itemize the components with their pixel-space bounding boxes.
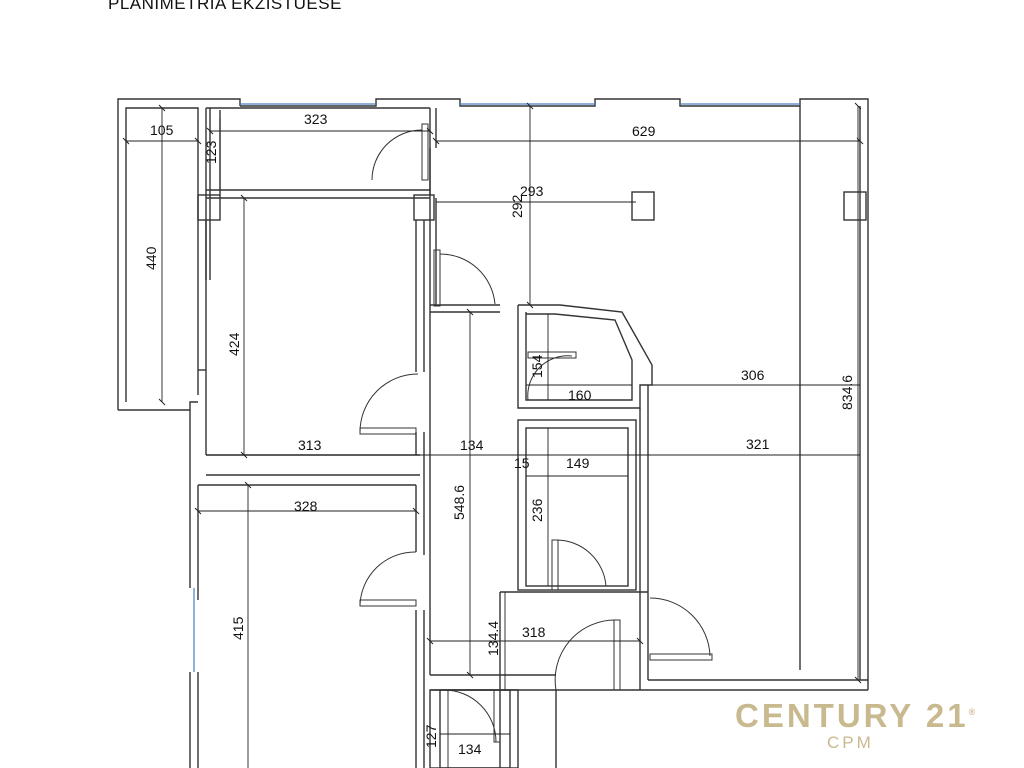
dim-label: 323 [304, 111, 328, 127]
logo-registered-mark: ® [968, 707, 979, 717]
century21-logo: CENTURY 21® CPM [735, 697, 985, 753]
walls [117, 98, 869, 768]
dim-label: 134.4 [485, 621, 501, 656]
dim-label: 321 [746, 436, 770, 452]
plan-title: PLANIMETRIA EKZISTUESE [108, 0, 342, 13]
dim-label: 424 [226, 332, 242, 356]
logo-sub: CPM [827, 733, 874, 752]
dim-label: 306 [741, 367, 765, 383]
logo-brand-text: CENTURY 21 [735, 697, 969, 734]
dimension-lines [122, 102, 864, 768]
dim-label: 328 [294, 498, 318, 514]
doors [359, 123, 713, 743]
dim-label: 149 [566, 455, 590, 471]
dim-label: 440 [143, 246, 159, 270]
dim-label: 134 [460, 437, 484, 453]
dim-label: 415 [230, 616, 246, 640]
dim-label: 105 [150, 122, 174, 138]
dim-label: 160 [568, 387, 592, 403]
dim-label: 154 [529, 354, 545, 378]
dim-label: 123 [203, 140, 219, 164]
dim-label: 313 [298, 437, 322, 453]
dimension-labels: 105 323 629 123 293 292 440 424 154 160 … [143, 111, 855, 757]
dim-label: 134 [458, 741, 482, 757]
dim-label: 236 [529, 498, 545, 522]
dim-label: 293 [520, 183, 544, 199]
dim-label: 15 [514, 455, 530, 471]
dim-label: 127 [423, 724, 439, 748]
dim-label: 548.6 [451, 485, 467, 520]
dim-label: 834.6 [839, 375, 855, 410]
logo-brand: CENTURY 21® [735, 697, 985, 735]
dim-label: 629 [632, 123, 656, 139]
dim-label: 292 [509, 194, 525, 218]
dim-label: 318 [522, 624, 546, 640]
